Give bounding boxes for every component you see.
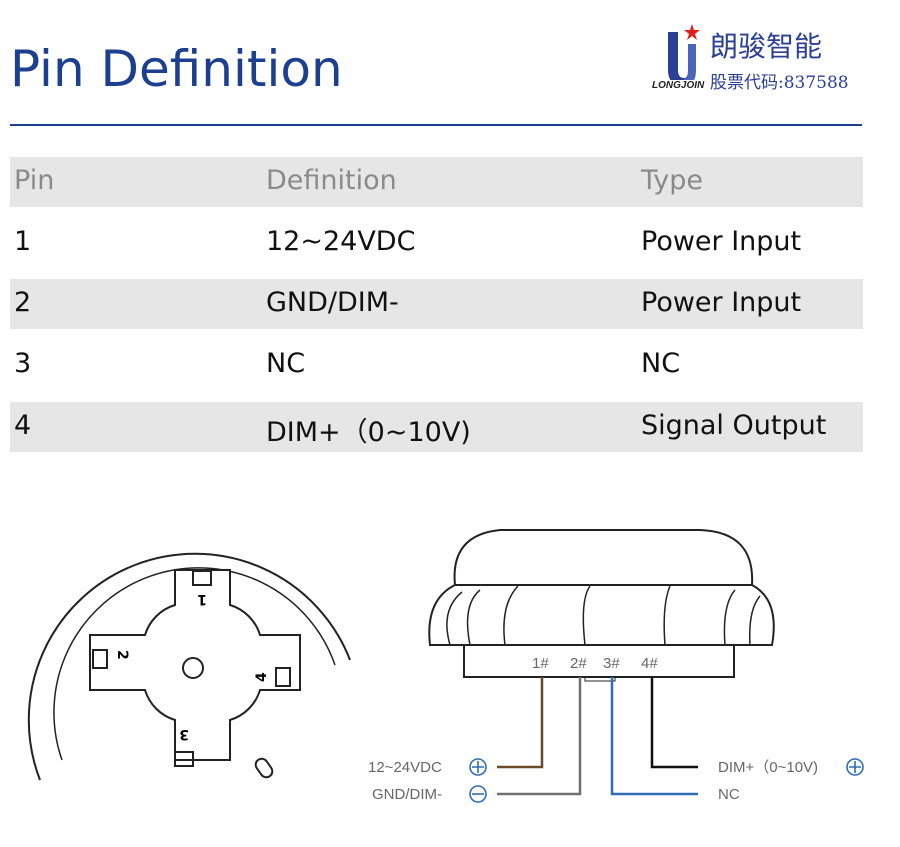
cell-type: Power Input (641, 226, 802, 257)
pin-label-3: 3 (179, 726, 189, 742)
table-row: 2 GND/DIM- Power Input (10, 279, 863, 329)
logo-brand-en: LONGJOIN (651, 80, 706, 92)
wire-label-dim: DIM+（0~10V) (718, 759, 818, 776)
cell-type: Signal Output (641, 410, 827, 441)
longjoin-logo: 朗骏智能 股票代码:837588 (668, 24, 849, 93)
pin-label-2: 2 (114, 650, 130, 660)
table-row: 3 NC NC (10, 340, 863, 390)
wire-label-gnd: GND/DIM- (372, 786, 442, 803)
plus-icon (469, 758, 487, 776)
table-row: 1 12~24VDC Power Input (10, 218, 863, 268)
cell-type: Power Input (641, 287, 802, 318)
plus-icon (846, 758, 864, 776)
connector-front-view (27, 552, 351, 781)
cell-definition: DIM+（0~10V) (266, 417, 471, 448)
cell-definition: NC (266, 348, 306, 379)
connector-side-view (428, 529, 775, 682)
pin-label-1: 1 (197, 591, 207, 607)
pin-label-4: 4 (254, 672, 270, 682)
cell-pin: 4 (14, 410, 32, 441)
table-row: 4 DIM+（0~10V) Signal Output (10, 402, 863, 452)
terminal-3: 3# (603, 655, 620, 672)
cell-pin: 2 (14, 287, 32, 318)
header-pin: Pin (14, 165, 55, 196)
title-divider (10, 124, 862, 126)
connector-diagrams: 1 2 4 3 1# 2# 3# 4# 12~24VDC GND/DIM- DI… (27, 529, 864, 803)
wire-4 (650, 677, 698, 769)
cell-definition: 12~24VDC (266, 226, 416, 257)
cell-pin: 3 (14, 348, 32, 379)
wire-3 (610, 677, 698, 796)
table-header: Pin Definition Type (10, 157, 863, 207)
minus-icon (469, 785, 487, 803)
cell-type: NC (641, 348, 681, 379)
wire-1 (497, 677, 544, 769)
page-title: Pin Definition (10, 40, 343, 98)
header-definition: Definition (266, 165, 397, 196)
wire-label-nc: NC (718, 786, 740, 803)
logo-brand-cn: 朗骏智能 (710, 30, 822, 63)
wire-2 (497, 677, 582, 796)
wire-label-power: 12~24VDC (368, 759, 442, 776)
cell-definition: GND/DIM- (266, 287, 399, 318)
terminal-1: 1# (532, 655, 549, 672)
terminal-2: 2# (570, 655, 587, 672)
header-type: Type (641, 165, 704, 196)
terminal-4: 4# (641, 655, 658, 672)
logo-stock-code: 股票代码:837588 (710, 73, 849, 93)
cell-pin: 1 (14, 226, 32, 257)
